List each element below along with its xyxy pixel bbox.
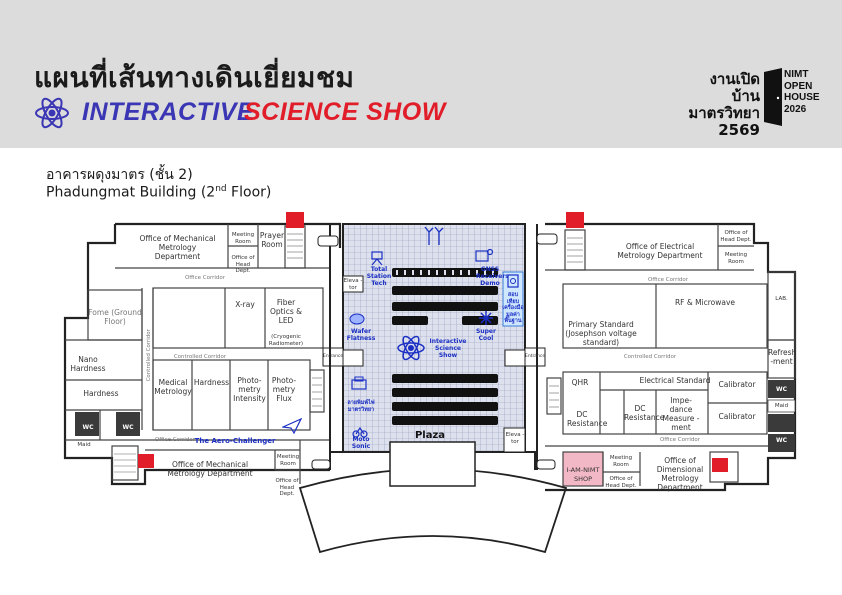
room-lab: LAB. xyxy=(775,296,788,302)
room-shop[interactable]: I-AM-NIMT SHOP xyxy=(566,466,600,483)
wc-label-r1: WC xyxy=(775,386,788,393)
room-medical: Medical Metrology xyxy=(154,378,192,396)
room-refreshment: Refresh -ment xyxy=(768,348,797,366)
building-name-en: Phadungmat Building (2nd Floor) xyxy=(46,184,272,201)
room-fiber: Fiber Optics & LED xyxy=(270,298,302,325)
wc-block-left-1 xyxy=(75,412,99,436)
room-photo-int: Photo- metry Intensity xyxy=(233,376,266,403)
exhibit-thai-stand[interactable]: ลายพิมพ์ไฟ มาตรวิทยา xyxy=(347,400,375,413)
exhibit-motosonic[interactable]: Moto Sonic xyxy=(351,436,371,450)
room-calibrator-2: Calibrator xyxy=(718,412,756,421)
exhibit-thai-booth[interactable]: สอบเทียบ เครื่องมือ มูลค่า พื้นฐาน xyxy=(502,292,524,324)
audience-seating xyxy=(392,268,498,425)
page-title: แผนที่เส้นทางเดินเยี่ยมชม xyxy=(34,61,355,94)
exhibit-supercool[interactable]: Super Cool xyxy=(476,328,496,342)
room-primary-standard: Primary Standard (Josephson voltage stan… xyxy=(565,320,637,347)
logo-line3: 2569 xyxy=(718,121,760,139)
wc-block-right-2 xyxy=(768,414,795,432)
room-meeting-l: Meeting Room xyxy=(231,232,255,245)
exhibit-wafer[interactable]: Wafer Flatness xyxy=(346,328,376,342)
exhibit-total-station[interactable]: Total Station Tech xyxy=(366,266,392,287)
open-house-logo-en: NIMT OPEN HOUSE 2026 xyxy=(784,69,820,115)
wc-label-l2: WC xyxy=(122,424,134,431)
wc-block-left-2 xyxy=(116,412,140,436)
wafer-icon xyxy=(349,313,365,325)
room-head-r: Office of Head Dept. xyxy=(720,230,752,243)
entrance-canopy xyxy=(298,468,568,554)
elevator-left: Eleva -tor xyxy=(343,278,363,291)
room-photo-flux: Photo- metry Flux xyxy=(271,376,297,403)
room-office-elec: Office of Electrical Metrology Departmen… xyxy=(617,242,703,260)
exhibit-gnss[interactable]: GNSS Receivers Demo xyxy=(476,266,509,287)
wc-label-l1: WC xyxy=(82,424,94,431)
logo-line1: งานเปิดบ้าน xyxy=(709,70,760,105)
room-maid-l: Maid xyxy=(77,442,91,448)
paper-plane-icon xyxy=(282,418,302,434)
logo-en4: 2026 xyxy=(784,103,807,115)
corridor-office-top-r: Office Corridor xyxy=(647,277,689,283)
wc-block-right-1 xyxy=(768,380,795,398)
room-rf-microwave: RF & Microwave xyxy=(674,298,736,307)
show-title-part2: SCIENCE SHOW xyxy=(244,98,446,126)
room-head-rb: Office of Head Dept. xyxy=(605,476,637,489)
room-qhr: QHR xyxy=(571,378,589,387)
logo-line2: มาตรวิทยา xyxy=(688,104,760,122)
room-dc-resistance-1: DC Resistance xyxy=(567,410,608,428)
exhibit-interactive-show[interactable]: Interactive Science Show xyxy=(429,338,467,359)
entrance-right[interactable]: Entrance xyxy=(525,354,546,359)
logo-en1: NIMT xyxy=(784,69,809,80)
room-calibrator-1: Calibrator xyxy=(718,380,756,389)
room-electrical-standard: Electrical Standard xyxy=(639,376,711,385)
plaza-area xyxy=(342,223,526,453)
room-meeting-r: Meeting Room xyxy=(724,252,748,265)
room-cryogenic: (Cryogenic Radiometer) xyxy=(268,334,304,347)
left-wing-walls xyxy=(63,222,342,486)
room-office-mech-bot: Office of Mechanical Metrology Departmen… xyxy=(167,460,253,478)
room-nano: Nano Hardness xyxy=(70,355,106,373)
motorcycle-icon xyxy=(352,426,368,438)
room-head-lb: Office of Head Dept. xyxy=(275,478,299,497)
corridor-controlled-l: Controlled Corridor xyxy=(173,354,227,360)
survey-instrument-icon xyxy=(371,251,383,266)
room-maid-r: Maid xyxy=(774,403,789,409)
show-title-part1: INTERACTIVE xyxy=(82,98,255,126)
corridor-controlled-vertical: Controlled Corridor xyxy=(145,329,152,382)
snowflake-icon xyxy=(479,311,493,325)
room-dc-resistance-2: DC Resistance xyxy=(624,404,665,422)
room-impedance: Impe- dance Measure -ment xyxy=(662,396,700,432)
stair-markers xyxy=(138,212,728,472)
entrance-left[interactable]: Entrance xyxy=(323,354,344,359)
atom-icon xyxy=(35,97,69,129)
room-fome: Fome (Ground Floor) xyxy=(88,308,142,326)
room-xray: X-ray xyxy=(235,300,255,309)
logo-en2: OPEN xyxy=(784,80,813,92)
room-meeting-rb: Meeting Room xyxy=(609,455,633,468)
corridor-office-top-l: Office Corridor xyxy=(184,275,226,281)
printer-icon xyxy=(351,376,367,390)
gnss-receiver-icon xyxy=(475,248,494,262)
building-name-th: อาคารผดุงมาตร (ชั้น 2) xyxy=(46,167,193,183)
wind-turbine-icon xyxy=(424,226,444,245)
gauge-icon xyxy=(507,274,519,288)
wc-label-r2: WC xyxy=(775,437,788,444)
exhibit-aero-challenger[interactable]: The Aero-Challenger xyxy=(194,437,276,445)
corridor-office-bot-r: Office Corridor xyxy=(659,437,701,443)
door-logo-icon xyxy=(764,68,782,126)
plaza-label: Plaza xyxy=(414,430,446,441)
open-house-logo-th: งานเปิดบ้าน มาตรวิทยา 2569 xyxy=(682,71,760,139)
room-hardness-left: Hardness xyxy=(83,389,119,398)
logo-en3: HOUSE xyxy=(784,92,820,103)
room-hardness: Hardness xyxy=(193,378,230,387)
corridor-controlled-r: Controlled Corridor xyxy=(623,354,677,360)
elevator-right: Eleva -tor xyxy=(505,432,525,445)
room-prayer: Prayer Room xyxy=(259,231,285,249)
science-show-atom-icon xyxy=(397,335,425,361)
room-meeting-lb: Meeting Room xyxy=(276,454,300,467)
header-banner xyxy=(0,0,842,148)
room-office-mech-top: Office of Mechanical Metrology Departmen… xyxy=(139,234,216,261)
corridor-office-bot-l: Office Corridor xyxy=(154,437,196,443)
room-office-dim: Office of Dimensional Metrology Departme… xyxy=(656,456,704,492)
room-head-l: Office of Head Dept. xyxy=(231,255,255,274)
